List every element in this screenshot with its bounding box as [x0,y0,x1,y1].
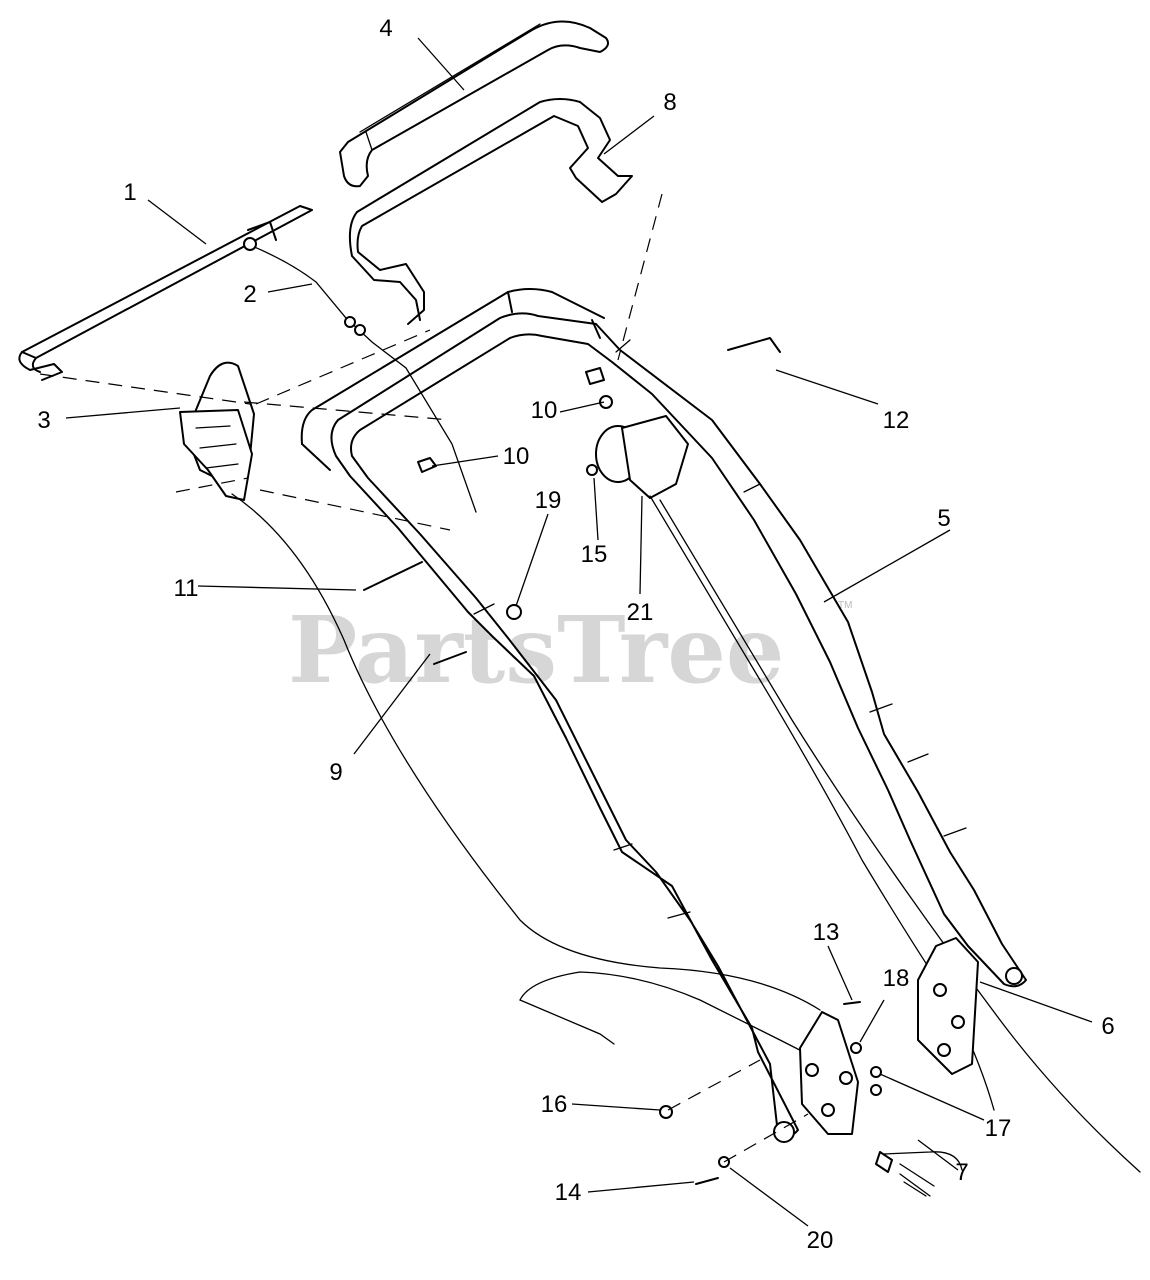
callout-6: 6 [1101,1013,1114,1040]
callout-1: 1 [123,179,136,206]
part-21-engine-control [595,415,1141,1173]
callout-19: 19 [535,487,562,514]
callout-17: 17 [985,1115,1012,1142]
callout-21: 21 [627,599,654,626]
callout-14: 14 [555,1179,582,1206]
callout-7: 7 [955,1159,968,1186]
callout-labels: 1 2 3 4 5 6 7 8 9 10 10 11 12 13 14 15 1… [37,15,1114,1254]
callout-11: 11 [174,575,199,602]
callout-9: 9 [329,759,342,786]
callout-20: 20 [807,1227,834,1254]
part-7-cable [519,971,963,1187]
part-6-lower-bracket [917,937,979,1075]
callout-15: 15 [581,541,608,568]
assembly-lines [39,193,809,1163]
watermark: PartsTree TM [288,596,852,704]
callout-4: 4 [379,15,392,42]
small-hardware [363,337,882,1185]
part-4-grip-cover [339,20,609,188]
callout-18: 18 [883,965,910,992]
part-5-upper-handle [300,288,1027,1143]
watermark-trademark: TM [838,600,852,611]
callout-5: 5 [937,505,950,532]
callout-8: 8 [663,89,676,116]
part-17-bracket [799,1011,931,1197]
part-8-handle-pad [348,98,633,325]
part-3-control [179,361,821,1011]
callout-13: 13 [813,919,840,946]
part-2-cable [243,237,477,513]
callout-10a: 10 [531,397,558,424]
watermark-text: PartsTree [288,596,784,704]
part-1-control-bail [18,205,313,381]
leader-lines [65,37,1093,1227]
callout-10b: 10 [503,443,530,470]
callout-3: 3 [37,407,50,434]
callout-2: 2 [243,281,256,308]
callout-12: 12 [883,407,910,434]
callout-16: 16 [541,1091,568,1118]
